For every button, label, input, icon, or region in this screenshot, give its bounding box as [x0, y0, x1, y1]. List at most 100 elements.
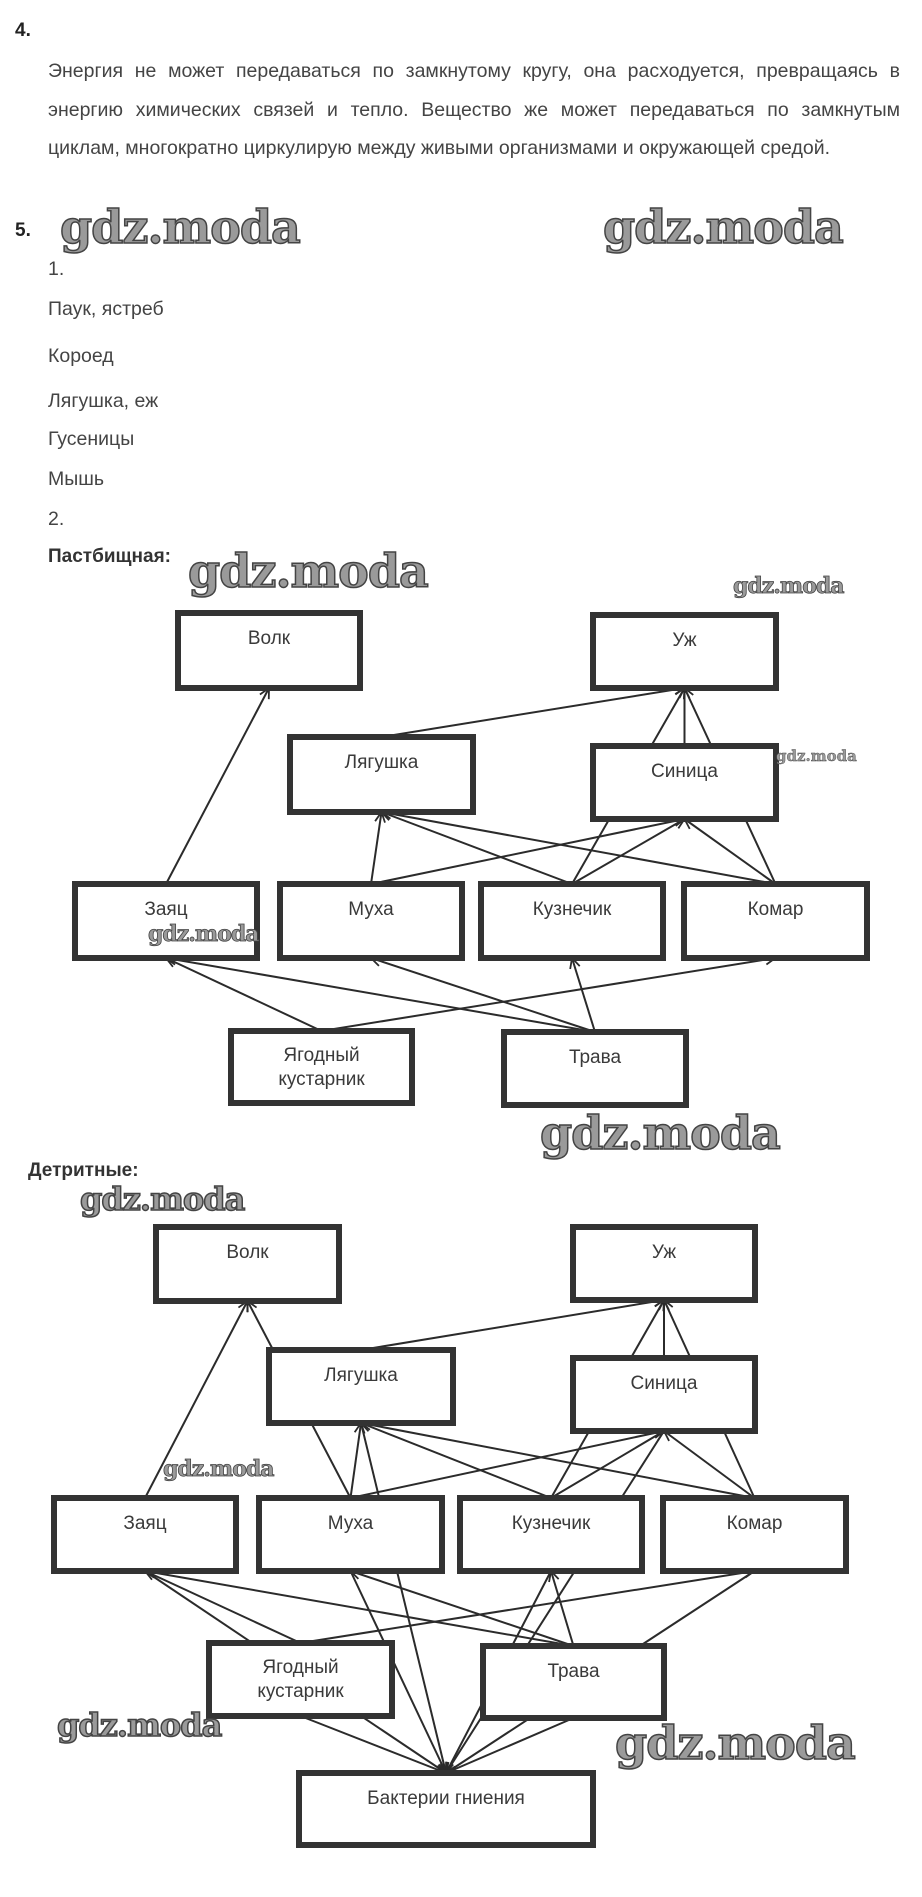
node-box — [153, 1224, 342, 1304]
pasture-node-grasshopper: Кузнечик — [478, 881, 666, 961]
detritus-node-berry: Ягодный кустарник — [206, 1640, 395, 1719]
node-box — [51, 1495, 239, 1574]
pasture-node-frog: Лягушка — [287, 734, 476, 815]
arrow-grass-to-fly — [371, 958, 596, 1033]
node-label: Бактерии гниения — [367, 1788, 525, 1809]
detritus-node-fly: Муха — [256, 1495, 445, 1574]
pasture-node-grass: Трава — [501, 1029, 689, 1108]
node-label: Заяц — [144, 899, 187, 920]
detritus-node-frog: Лягушка — [266, 1347, 456, 1426]
part-1-label: 1. — [48, 258, 65, 280]
watermark: gdz.moda — [539, 1105, 781, 1161]
pasture-node-hare: Заяц — [72, 881, 260, 961]
pasture-node-berry: Ягодный кустарник — [228, 1028, 415, 1106]
node-box — [681, 881, 870, 961]
answer-item: Паук, ястреб — [48, 298, 164, 320]
part-2-label: 2. — [48, 508, 65, 530]
node-box — [590, 743, 779, 822]
watermark: gdz.moda — [776, 747, 857, 765]
watermark: gdz.moda — [56, 1705, 223, 1745]
node-label: Трава — [547, 1661, 600, 1682]
arrow-hare-to-wolf — [165, 688, 269, 885]
node-box — [266, 1347, 456, 1426]
arrow-grasshopper-to-frog — [361, 1423, 552, 1499]
watermark: gdz.moda — [59, 199, 301, 255]
arrow-grass-to-fly — [351, 1571, 574, 1647]
arrow-grass-to-grasshopper — [572, 958, 596, 1033]
node-label: Трава — [569, 1047, 622, 1068]
answer-item: Мышь — [48, 468, 105, 490]
node-label: Синица — [651, 761, 718, 782]
node-box — [256, 1495, 445, 1574]
detritus-node-hare: Заяц — [51, 1495, 239, 1574]
node-label: Уж — [672, 630, 696, 651]
arrow-frog-to-bacteria — [360, 1422, 446, 1773]
detritus-node-wolf: Волк — [153, 1224, 342, 1304]
node-box — [478, 881, 666, 961]
pasture-chain-title: Пастбищная: — [48, 546, 171, 567]
arrow-grass-to-hare — [145, 1571, 574, 1647]
arrow-fly-to-bacteria — [349, 1570, 447, 1773]
arrow-fly-to-frog — [370, 812, 382, 885]
node-label: Комар — [727, 1513, 783, 1534]
arrow-grasshopper-to-frog — [382, 812, 573, 885]
detritus-chain-title: Детритные: — [28, 1160, 139, 1181]
node-box — [570, 1224, 758, 1303]
node-box — [206, 1640, 395, 1719]
node-label: Кузнечик — [512, 1513, 591, 1534]
arrow-grasshopper-to-tit — [571, 819, 685, 885]
task-5-number: 5. — [15, 220, 31, 241]
node-label: Ягодный — [262, 1657, 338, 1678]
node-label: Кузнечик — [533, 899, 612, 920]
node-label: кустарник — [257, 1681, 344, 1702]
arrow-hare-to-wolf — [144, 1301, 248, 1499]
node-label: кустарник — [278, 1069, 365, 1090]
node-label: Лягушка — [324, 1365, 398, 1386]
detritus-node-snake: Уж — [570, 1224, 758, 1303]
node-box — [501, 1029, 689, 1108]
watermark: gdz.moda — [148, 921, 260, 948]
node-label: Ягодный — [283, 1045, 359, 1066]
pasture-edges — [165, 688, 777, 1033]
detritus-node-mosquito: Комар — [660, 1495, 849, 1574]
watermark: gdz.moda — [733, 573, 845, 600]
node-label: Лягушка — [345, 752, 419, 773]
node-box — [175, 610, 363, 691]
node-box — [457, 1495, 645, 1574]
node-label: Синица — [631, 1373, 698, 1394]
arrow-berry-to-mosquito — [300, 1571, 755, 1644]
detritus-node-tit: Синица — [570, 1355, 758, 1434]
watermark: gdz.moda — [79, 1179, 246, 1219]
arrow-grasshopper-to-tit — [550, 1431, 664, 1499]
arrow-frog-to-snake — [360, 1300, 664, 1351]
watermark: gdz.moda — [163, 1456, 275, 1483]
arrow-mosquito-to-tit — [664, 1431, 756, 1499]
answer-item: Лягушка, еж — [48, 390, 159, 412]
node-box — [570, 1355, 758, 1434]
node-box — [480, 1643, 667, 1721]
arrow-mosquito-to-frog — [361, 1423, 755, 1499]
arrow-mosquito-to-tit — [685, 819, 777, 885]
detritus-node-bacteria: Бактерии гниения — [296, 1770, 596, 1848]
node-label: Муха — [328, 1513, 374, 1534]
pasture-node-fly: Муха — [277, 881, 465, 961]
arrow-grass-to-grasshopper — [551, 1571, 575, 1647]
arrow-mosquito-to-frog — [382, 812, 776, 885]
arrow-fly-to-tit — [370, 819, 685, 885]
watermark: gdz.moda — [614, 1715, 856, 1771]
pasture-node-snake: Уж — [590, 612, 779, 691]
arrow-grass-to-bacteria — [446, 1717, 574, 1773]
arrow-grass-to-hare — [166, 958, 596, 1033]
node-label: Волк — [248, 628, 291, 649]
answer-item: Гусеницы — [48, 428, 135, 450]
detritus-node-grass: Трава — [480, 1643, 667, 1721]
arrow-berry-to-mosquito — [321, 958, 776, 1032]
arrow-berry-to-bacteria — [300, 1715, 447, 1773]
task-4-answer-paragraph: Энергия не может передаваться по замкнут… — [48, 60, 900, 160]
node-box — [287, 734, 476, 815]
pasture-node-mosquito: Комар — [681, 881, 870, 961]
pasture-node-tit: Синица — [590, 743, 779, 822]
node-label: Комар — [748, 899, 804, 920]
